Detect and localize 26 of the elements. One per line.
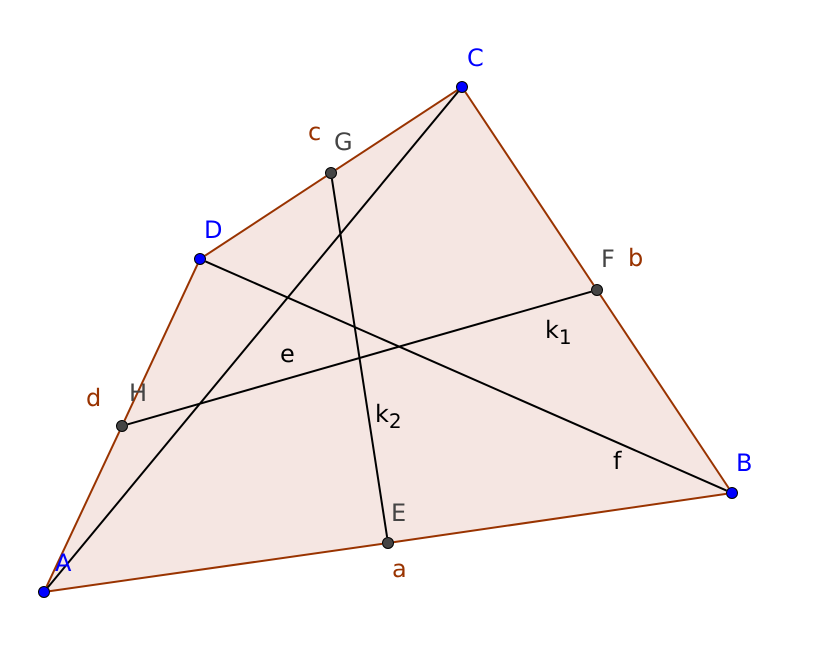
point-label: D (204, 218, 222, 242)
segment-label: f (613, 449, 622, 473)
line-segment (204, 175, 327, 257)
line-segment (124, 264, 198, 421)
line-segment (128, 290, 592, 426)
point-label: F (601, 247, 615, 271)
line-segment (330, 178, 388, 538)
point-label: B (736, 451, 752, 475)
line-segment (50, 542, 382, 592)
segment-label: c (308, 120, 322, 144)
line-segment (394, 492, 726, 544)
line-segment (205, 260, 727, 492)
segment-label: k$_{1}$ (545, 318, 572, 347)
segment-label: d (86, 386, 102, 410)
point-label: E (391, 501, 406, 525)
point-label: G (334, 130, 353, 154)
segment-label: b (628, 246, 644, 270)
line-segment (335, 89, 458, 171)
segment-label: e (280, 342, 295, 366)
line-segment (464, 91, 594, 286)
point-label: C (467, 46, 484, 70)
segment-label: a (392, 557, 407, 581)
segment-label: k$_{2}$ (375, 402, 402, 431)
line-segment (47, 90, 459, 588)
line-segment (46, 431, 120, 587)
line-segment (600, 294, 730, 489)
